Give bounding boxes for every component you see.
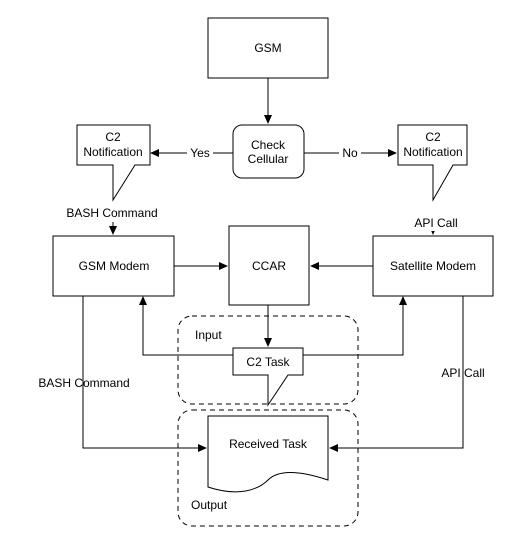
edge-label-bash-top: BASH Command	[66, 206, 157, 220]
edge-c2-task-gsm-modem	[139, 296, 233, 356]
edge-label-yes: Yes	[190, 146, 210, 160]
ccar-label: CCAR	[252, 259, 286, 273]
gsm-label: GSM	[254, 41, 281, 55]
c2-notification-left-node	[76, 124, 151, 202]
check-cellular-label-2: Cellular	[248, 152, 289, 166]
gsm-node	[207, 17, 329, 79]
satellite-modem-node	[372, 235, 494, 297]
c2-notification-left-label-1: C2	[105, 130, 121, 144]
gsm-modem-label: GSM Modem	[79, 259, 150, 273]
c2-notification-right-node	[397, 124, 468, 202]
ccar-node	[228, 225, 310, 306]
received-task-node	[207, 415, 329, 493]
satellite-modem-label: Satellite Modem	[390, 259, 476, 273]
edge-label-bash-bottom: BASH Command	[38, 376, 129, 390]
c2-notification-right-label-2: Notification	[403, 145, 462, 159]
gsm-modem-node	[52, 235, 175, 297]
edge-label-api-top: API Call	[414, 216, 457, 230]
check-cellular-label-1: Check	[251, 138, 286, 152]
edge-gsm-modem-received	[82, 296, 207, 452]
edge-label-no: No	[342, 146, 358, 160]
edge-satellite-received	[329, 296, 464, 452]
input-group-label: Input	[195, 328, 222, 342]
output-group	[177, 409, 359, 527]
edge-label-api-bottom: API Call	[441, 366, 484, 380]
c2-notification-right-label-1: C2	[425, 130, 441, 144]
edge-c2-task-satellite	[303, 296, 407, 356]
c2-notification-left-label-2: Notification	[83, 145, 142, 159]
received-task-label: Received Task	[229, 437, 308, 451]
c2-task-label: C2 Task	[246, 355, 290, 369]
check-cellular-node	[232, 124, 305, 179]
c2-task-node	[232, 347, 304, 407]
output-group-label: Output	[191, 498, 228, 512]
